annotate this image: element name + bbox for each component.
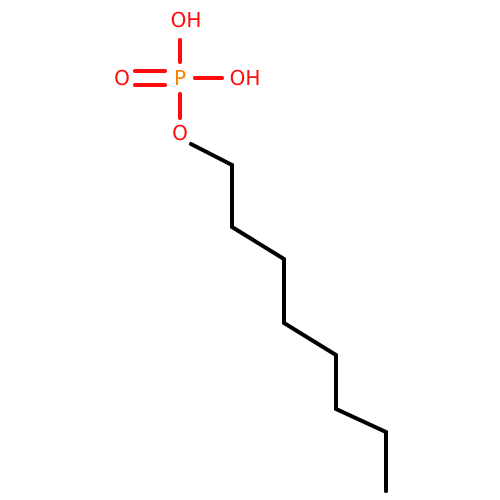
hydroxyl-top-label: OH: [171, 8, 202, 32]
carbon-chain: [230, 163, 388, 493]
oxo-oxygen-label: O: [114, 66, 130, 90]
ester-oxygen-label: O: [172, 121, 188, 145]
phosphorus-label: P: [174, 66, 186, 90]
hydroxyl-right-label: OH: [230, 66, 261, 90]
bond-o-c1: [189, 142, 234, 167]
bonds: [133, 38, 388, 493]
